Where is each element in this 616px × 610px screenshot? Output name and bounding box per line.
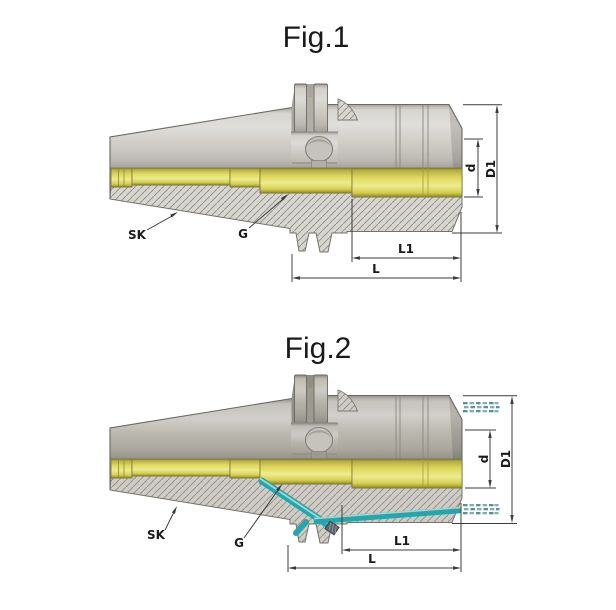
dim-l1: L1 (351, 199, 462, 282)
dim-l: L (287, 545, 461, 572)
svg-text:G: G (234, 536, 244, 550)
figure-1-dimensions: SK G d (128, 104, 502, 282)
svg-text:L: L (368, 552, 376, 566)
svg-text:d: d (464, 164, 478, 173)
svg-text:SK: SK (128, 228, 147, 242)
figure-2: Fig.2 SK G (109, 332, 517, 572)
coolant-spray-top (463, 402, 500, 413)
dim-l1: L1 (341, 503, 462, 572)
label-g: G (234, 484, 282, 550)
figure-1-title: Fig.1 (283, 21, 350, 54)
coolant-plug (324, 520, 340, 536)
label-sk: SK (147, 506, 177, 542)
figure-2-dimensions: SK G d (147, 395, 517, 572)
svg-text:SK: SK (147, 528, 166, 542)
svg-text:D1: D1 (499, 450, 513, 468)
svg-text:D1: D1 (484, 160, 498, 178)
svg-text:L1: L1 (394, 534, 410, 548)
label-sk: SK (128, 212, 178, 242)
dim-d: d (464, 138, 483, 198)
holder-drawing-fig1 (109, 83, 463, 253)
dim-l: L (291, 254, 461, 282)
figure-1: Fig.1 SK G d (109, 21, 502, 282)
dim-d1: D1 (452, 395, 517, 524)
svg-text:L: L (372, 262, 380, 276)
coolant-channels (258, 402, 500, 536)
dim-d1: D1 (452, 104, 502, 234)
figure-2-title: Fig.2 (285, 332, 352, 365)
dim-d: d (465, 429, 496, 489)
svg-text:L1: L1 (398, 242, 414, 256)
svg-text:G: G (238, 227, 248, 241)
holder-drawing-fig2 (109, 374, 463, 544)
label-g: G (238, 194, 288, 241)
svg-text:d: d (477, 455, 491, 464)
coolant-spray-bottom (463, 504, 500, 515)
